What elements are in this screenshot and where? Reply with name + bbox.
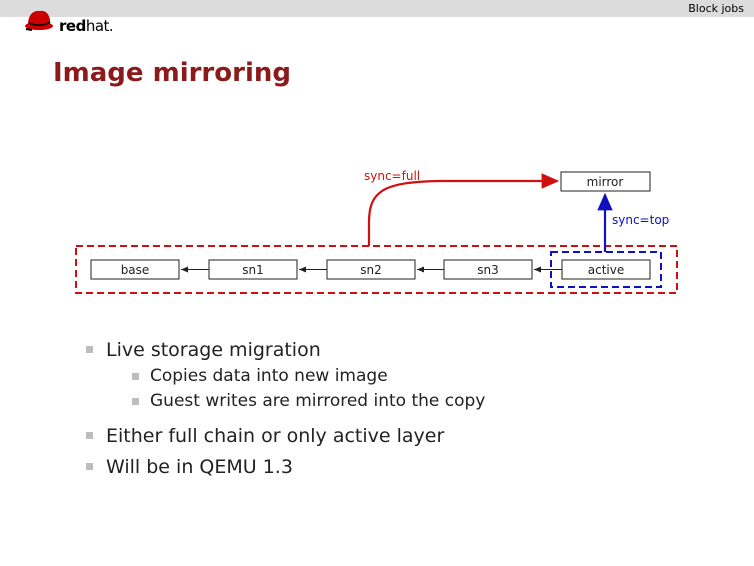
arrow-sync-full [367, 173, 560, 246]
node-base: base [90, 259, 180, 280]
node-sn1: sn1 [208, 259, 298, 280]
svg-text:mirror: mirror [587, 175, 624, 189]
node-active: active [561, 259, 651, 280]
svg-text:sn2: sn2 [360, 263, 382, 277]
bullet-item: Will be in QEMU 1.3 [86, 453, 485, 481]
sub-bullet-item: Copies data into new image [86, 364, 485, 389]
svg-text:active: active [588, 263, 624, 277]
bullet-square-icon [132, 398, 139, 405]
bullet-list: Live storage migration Copies data into … [86, 336, 485, 481]
redhat-logo: redhat. [24, 8, 124, 36]
label-sync-full: sync=full [364, 169, 420, 183]
top-bar: Block jobs [0, 0, 754, 17]
bullet-square-icon [132, 373, 139, 380]
sub-bullet-item: Guest writes are mirrored into the copy [86, 389, 485, 414]
bullet-item: Live storage migration [86, 336, 485, 364]
svg-text:sn3: sn3 [477, 263, 499, 277]
node-sn3: sn3 [443, 259, 533, 280]
svg-text:sn1: sn1 [242, 263, 264, 277]
section-label: Block jobs [688, 2, 744, 15]
node-mirror: mirror [560, 171, 651, 192]
full-chain-group [75, 245, 678, 294]
label-sync-top: sync=top [612, 213, 669, 227]
bullet-square-icon [86, 432, 93, 439]
bullet-square-icon [86, 463, 93, 470]
logo-text: redhat. [59, 17, 114, 35]
page-title: Image mirroring [53, 58, 291, 88]
bullet-item: Either full chain or only active layer [86, 422, 485, 450]
red-fedora-icon [25, 10, 53, 31]
bullet-square-icon [86, 346, 93, 353]
node-sn2: sn2 [326, 259, 416, 280]
mirroring-diagram: base sn1 sn2 sn3 active mirror sync=full… [75, 169, 678, 294]
svg-text:base: base [121, 263, 150, 277]
